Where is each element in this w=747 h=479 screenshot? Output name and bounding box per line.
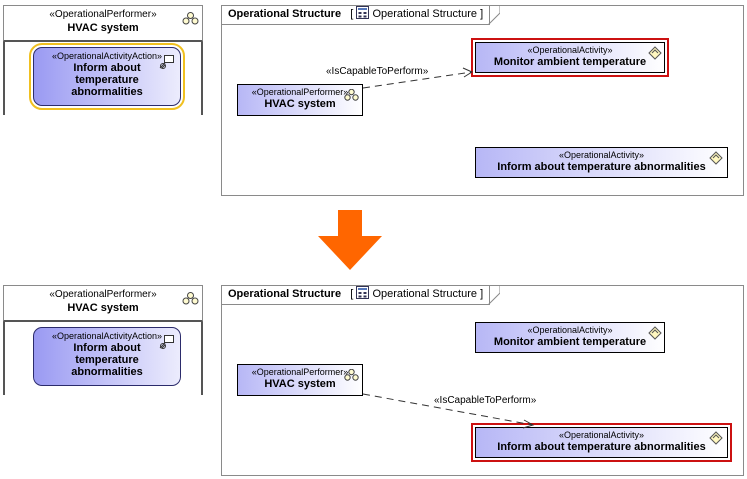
performer-icon xyxy=(344,89,359,101)
activity-name: Inform about temperature abnormalities xyxy=(497,441,706,453)
connector-label: «IsCapableToPerform» xyxy=(434,395,537,406)
bracket-open: [ xyxy=(350,288,354,300)
connector-arrowhead xyxy=(522,419,535,429)
call-behavior-icon xyxy=(159,55,174,69)
diagram-icon xyxy=(356,6,370,19)
performer-icon xyxy=(182,292,199,305)
down-arrow-icon xyxy=(318,210,382,270)
inform-abnormalities-activity[interactable]: «OperationalActivity» Inform about tempe… xyxy=(471,423,732,462)
performer-name: HVAC system xyxy=(67,22,139,34)
frame-title: Operational Structure xyxy=(228,8,342,20)
diagram-reference[interactable]: Operational Structure xyxy=(372,288,477,300)
frame-title: Operational Structure xyxy=(228,288,342,300)
monitor-temperature-activity[interactable]: «OperationalActivity» Monitor ambient te… xyxy=(471,38,669,77)
hvac-system-block[interactable]: «OperationalPerformer» HVAC system xyxy=(237,364,363,396)
connector-label: «IsCapableToPerform» xyxy=(326,66,429,77)
activity-icon xyxy=(709,431,723,445)
activity-stereotype: «OperationalActivity» xyxy=(527,325,613,335)
bracket-close: ] xyxy=(480,288,484,300)
swimlane-right-border xyxy=(201,42,203,115)
operational-activity-action[interactable]: «OperationalActivityAction» Inform about… xyxy=(33,327,181,386)
frame-tab-corner xyxy=(488,5,500,25)
action-name-line: abnormalities xyxy=(71,86,143,98)
diagram-icon xyxy=(356,286,370,299)
action-name-line: abnormalities xyxy=(71,366,143,378)
action-stereotype: «OperationalActivityAction» xyxy=(51,331,163,341)
performer-swimlane-header[interactable]: «OperationalPerformer» HVAC system xyxy=(3,285,203,322)
action-name-line: Inform about xyxy=(73,62,141,74)
connector-arrowhead xyxy=(462,67,474,78)
operational-activity-action[interactable]: «OperationalActivityAction» Inform about… xyxy=(29,43,185,110)
performer-stereotype: «OperationalPerformer» xyxy=(49,289,157,300)
performer-icon xyxy=(344,369,359,381)
is-capable-to-perform-connector[interactable] xyxy=(362,393,534,426)
activity-stereotype: «OperationalActivity» xyxy=(527,45,613,55)
activity-name: Monitor ambient temperature xyxy=(493,336,647,348)
performer-stereotype: «OperationalPerformer» xyxy=(49,9,157,20)
activity-stereotype: «OperationalActivity» xyxy=(558,430,645,440)
action-name-line: temperature xyxy=(75,354,139,366)
block-stereotype: «OperationalPerformer» xyxy=(251,87,349,97)
swimlane-left-border xyxy=(3,322,5,395)
action-name-line: temperature xyxy=(75,74,139,86)
frame-title-tab: Operational Structure [ Operational Stru… xyxy=(222,6,491,25)
connector-layer-top xyxy=(362,67,474,89)
activity-icon xyxy=(709,151,723,165)
action-name-line: Inform about xyxy=(73,342,141,354)
performer-swimlane-header[interactable]: «OperationalPerformer» HVAC system xyxy=(3,5,203,42)
block-name: HVAC system xyxy=(264,378,336,390)
bracket-open: [ xyxy=(350,8,354,20)
connector-layer-bottom xyxy=(362,393,535,429)
inform-abnormalities-activity[interactable]: «OperationalActivity» Inform about tempe… xyxy=(475,147,728,178)
performer-name: HVAC system xyxy=(67,302,139,314)
call-behavior-icon xyxy=(159,335,174,349)
swimlane-left-border xyxy=(3,42,5,115)
bracket-close: ] xyxy=(480,8,484,20)
block-stereotype: «OperationalPerformer» xyxy=(251,367,349,377)
performer-icon xyxy=(182,12,199,25)
action-stereotype: «OperationalActivityAction» xyxy=(51,51,163,61)
activity-icon xyxy=(648,46,662,60)
frame-tab-corner xyxy=(488,285,500,305)
activity-icon xyxy=(648,326,662,340)
activity-name: Inform about temperature abnormalities xyxy=(497,161,706,173)
monitor-temperature-activity[interactable]: «OperationalActivity» Monitor ambient te… xyxy=(475,322,665,353)
block-name: HVAC system xyxy=(264,98,336,110)
activity-stereotype: «OperationalActivity» xyxy=(558,150,645,160)
frame-title-tab: Operational Structure [ Operational Stru… xyxy=(222,286,491,305)
is-capable-to-perform-connector[interactable] xyxy=(362,71,473,89)
swimlane-right-border xyxy=(201,322,203,395)
activity-name: Monitor ambient temperature xyxy=(493,56,647,68)
hvac-system-block[interactable]: «OperationalPerformer» HVAC system xyxy=(237,84,363,116)
diagram-reference[interactable]: Operational Structure xyxy=(372,8,477,20)
